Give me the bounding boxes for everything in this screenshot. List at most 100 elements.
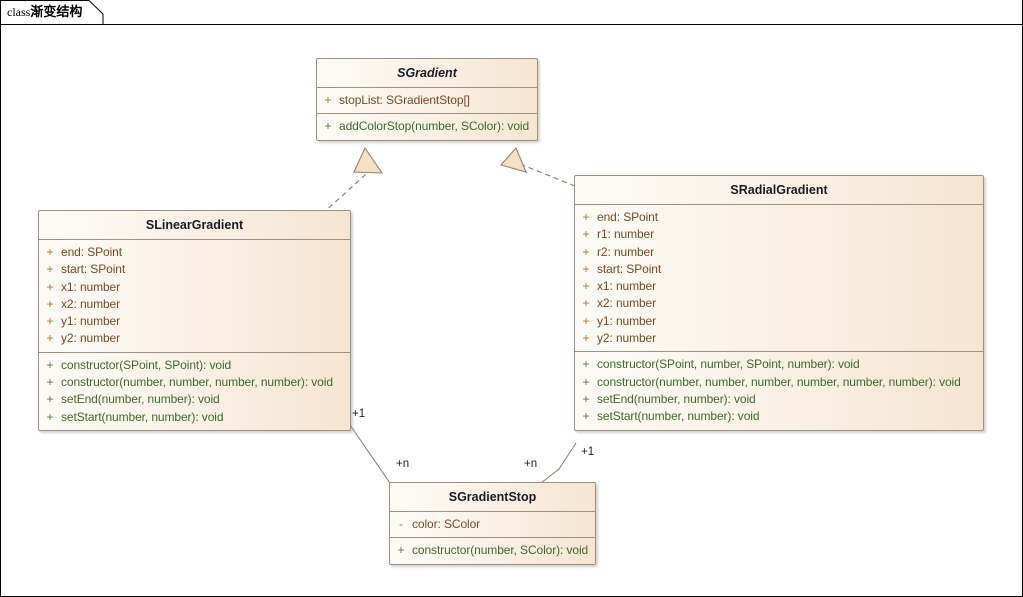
attribute-label: start: SPoint: [61, 262, 126, 277]
attribute-label: x1: number: [61, 279, 121, 294]
operation-row: + setEnd(number, number): void: [575, 391, 983, 408]
multiplicity-radial-target: +n: [524, 458, 538, 470]
visibility-marker: +: [397, 543, 405, 558]
operation-label: setStart(number, number): void: [597, 409, 760, 424]
operation-label: addColorStop(number, SColor): void: [339, 119, 530, 134]
operation-row: + setStart(number, number): void: [39, 409, 350, 426]
visibility-marker: +: [324, 93, 332, 107]
attribute-row: + start: SPoint: [39, 261, 350, 278]
class-name-sradialgradient: SRadialGradient: [730, 183, 828, 197]
attribute-row: + x2: number: [575, 295, 983, 312]
attribute-row: + x2: number: [39, 296, 350, 313]
operation-label: constructor(SPoint, number, SPoint, numb…: [597, 357, 860, 372]
operation-row: + constructor(number, SColor): void: [390, 542, 595, 559]
attribute-label: r2: number: [597, 244, 655, 259]
visibility-marker: -: [399, 517, 403, 531]
class-box-sgradientstop[interactable]: SGradientStop - color: SColor + construc…: [389, 482, 596, 565]
attribute-label: stopList: SGradientStop[]: [339, 93, 470, 107]
attribute-row: + r1: number: [575, 226, 983, 243]
visibility-marker: +: [582, 296, 590, 311]
visibility-marker: +: [582, 279, 590, 294]
operation-label: setEnd(number, number): void: [597, 391, 756, 406]
multiplicity-linear-source: +1: [352, 408, 366, 420]
relationship-radial-realizes-gradient: [500, 146, 576, 187]
visibility-marker: +: [582, 210, 590, 224]
attributes-compartment-sgradient: + stopList: SGradientStop[]: [317, 87, 537, 113]
attribute-row: + r2: number: [575, 244, 983, 261]
attributes-compartment-sgradientstop: - color: SColor: [390, 511, 595, 537]
visibility-marker: +: [582, 261, 590, 276]
attribute-row: + y2: number: [39, 330, 350, 347]
attribute-label: end: SPoint: [597, 210, 658, 224]
visibility-marker: +: [46, 314, 54, 329]
class-name-slineargradient: SLinearGradient: [145, 218, 244, 232]
visibility-marker: +: [46, 409, 54, 424]
attribute-label: x2: number: [61, 296, 121, 311]
attribute-label: end: SPoint: [61, 245, 122, 259]
attributes-compartment-slineargradient: + end: SPoint + start: SPoint + x1: numb…: [39, 239, 350, 352]
class-box-sgradient[interactable]: SGradient + stopList: SGradientStop[] + …: [316, 58, 538, 141]
operation-row: + constructor(SPoint, number, SPoint, nu…: [575, 356, 983, 373]
attribute-label: x1: number: [597, 279, 657, 294]
visibility-marker: +: [582, 409, 590, 424]
visibility-marker: +: [46, 375, 54, 390]
diagram-title-label: class渐变结构: [7, 4, 82, 20]
attribute-row: + start: SPoint: [575, 261, 983, 278]
attribute-row: + stopList: SGradientStop[]: [317, 92, 537, 109]
operation-label: constructor(number, SColor): void: [412, 543, 589, 558]
operation-row: + constructor(SPoint, SPoint): void: [39, 357, 350, 374]
operation-row: + constructor(number, number, number, nu…: [39, 374, 350, 391]
relationship-radial-stop-association: [540, 442, 577, 484]
visibility-marker: +: [582, 357, 590, 372]
class-box-sradialgradient[interactable]: SRadialGradient + end: SPoint + r1: numb…: [574, 175, 984, 431]
attribute-row: + x1: number: [575, 278, 983, 295]
visibility-marker: +: [46, 279, 54, 294]
operation-label: setStart(number, number): void: [61, 409, 224, 424]
multiplicity-linear-target: +n: [396, 458, 410, 470]
relationship-linear-realizes-gradient: [321, 146, 384, 215]
attribute-row: + end: SPoint: [39, 244, 350, 261]
frame-border-left: [0, 24, 1, 597]
attribute-label: r1: number: [597, 227, 655, 242]
visibility-marker: +: [46, 245, 54, 259]
attribute-row: + x1: number: [39, 279, 350, 296]
operation-label: constructor(number, number, number, numb…: [61, 375, 333, 390]
visibility-marker: +: [46, 392, 54, 407]
diagram-title-name: 渐变结构: [30, 4, 83, 19]
operation-row: + setStart(number, number): void: [575, 408, 983, 425]
attribute-label: x2: number: [597, 296, 657, 311]
multiplicity-radial-source: +1: [581, 446, 595, 458]
visibility-marker: +: [46, 357, 54, 372]
class-box-slineargradient[interactable]: SLinearGradient + end: SPoint + start: S…: [38, 210, 351, 431]
attribute-label: color: SColor: [412, 517, 481, 531]
tab-shape-icon: [0, 0, 104, 25]
visibility-marker: +: [582, 244, 590, 259]
visibility-marker: +: [46, 262, 54, 277]
operation-row: + setEnd(number, number): void: [39, 391, 350, 408]
visibility-marker: +: [46, 296, 54, 311]
visibility-marker: +: [582, 391, 590, 406]
class-name-sgradient: SGradient: [397, 66, 457, 80]
attribute-row: + y2: number: [575, 330, 983, 347]
operation-label: constructor(number, number, number, numb…: [597, 374, 961, 389]
operation-label: setEnd(number, number): void: [61, 392, 220, 407]
relationship-linear-stop-association: [349, 424, 391, 484]
attribute-label: y1: number: [61, 314, 121, 329]
visibility-marker: +: [582, 374, 590, 389]
attribute-label: y2: number: [597, 331, 657, 346]
class-name-sgradientstop: SGradientStop: [448, 490, 537, 504]
operations-compartment-sgradientstop: + constructor(number, SColor): void: [390, 537, 595, 563]
visibility-marker: +: [582, 331, 590, 346]
operations-compartment-sgradient: + addColorStop(number, SColor): void: [317, 113, 537, 139]
attribute-row: + y1: number: [39, 313, 350, 330]
visibility-marker: +: [582, 313, 590, 328]
attribute-row: - color: SColor: [390, 516, 595, 533]
diagram-title-keyword: class: [7, 5, 31, 19]
operations-compartment-slineargradient: + constructor(SPoint, SPoint): void + co…: [39, 351, 350, 430]
visibility-marker: +: [324, 119, 332, 134]
attribute-row: + y1: number: [575, 313, 983, 330]
frame-border-top: [100, 24, 1023, 25]
visibility-marker: +: [46, 331, 54, 346]
